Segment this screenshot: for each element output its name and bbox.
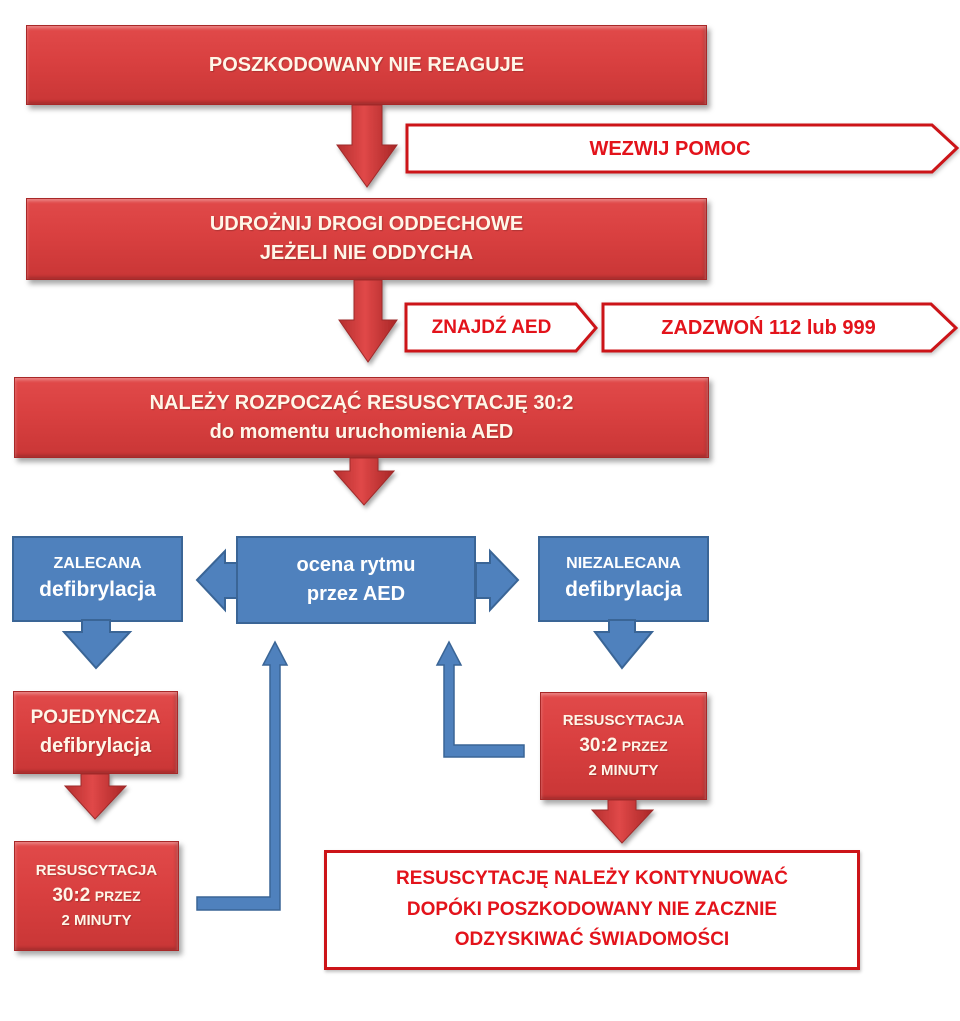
step-shock-advised-line-2: defibrylacja: [39, 578, 156, 602]
step-unresponsive-text: POSZKODOWANY NIE REAGUJE: [208, 53, 525, 76]
loop-back-arrow-left: [196, 640, 289, 911]
step-shock-advised-line-1: ZALECANA: [53, 555, 142, 573]
step-continue-line-1: RESUSCYTACJĘ NALEŻY KONTYNUOWAĆ: [396, 868, 788, 890]
step-no-shock-line-2: defibrylacja: [565, 578, 682, 602]
find-aed-label: ZNAJDŹ AED: [431, 317, 552, 338]
step-no-shock: NIEZALECANA defibrylacja: [538, 536, 709, 622]
call-help-outline: [405, 123, 960, 174]
step-cpr-right-line-2: 30:2 PRZEZ: [579, 732, 667, 760]
step-start-cpr-line-2: do momentu uruchomienia AED: [209, 420, 514, 443]
arrow-down-no-shock: [593, 619, 655, 670]
step-single-shock-line-2: defibrylacja: [39, 734, 152, 757]
call-help-label: WEZWIJ POMOC: [589, 137, 751, 160]
step-start-cpr: NALEŻY ROZPOCZĄĆ RESUSCYTACJĘ 30:2 do mo…: [14, 377, 709, 458]
step-cpr-right-line-3: 2 MINUTY: [588, 761, 659, 779]
step-cpr-left: RESUSCYTACJA 30:2 PRZEZ 2 MINUTY: [14, 841, 179, 951]
step-cpr-left-line-2: 30:2 PRZEZ: [52, 882, 140, 910]
rhythm-double-arrow: [195, 548, 520, 613]
step-single-shock-line-1: POJEDYNCZA: [30, 707, 161, 729]
step-cpr-left-line-3: 2 MINUTY: [61, 911, 132, 929]
step-airway-line-1: UDROŻNIJ DROGI ODDECHOWE: [209, 213, 524, 235]
step-cpr-right: RESUSCYTACJA 30:2 PRZEZ 2 MINUTY: [540, 692, 707, 800]
step-continue-line-3: ODZYSKIWAĆ ŚWIADOMOŚCI: [454, 929, 730, 951]
step-cpr-right-line-1: RESUSCYTACJA: [562, 712, 685, 730]
arrow-down-2: [338, 279, 398, 363]
step-airway: UDROŻNIJ DROGI ODDECHOWE JEŻELI NIE ODDY…: [26, 198, 707, 280]
step-cpr-left-przez: PRZEZ: [94, 888, 141, 905]
step-unresponsive: POSZKODOWANY NIE REAGUJE: [26, 25, 707, 105]
step-rhythm-line-1: ocena rytmu: [296, 554, 416, 576]
step-shock-advised: ZALECANA defibrylacja: [12, 536, 183, 622]
step-cpr-left-line-1: RESUSCYTACJA: [35, 862, 158, 880]
step-continue-line-2: DOPÓKI POSZKODOWANY NIE ZACZNIE: [406, 898, 778, 920]
step-rhythm-check: ocena rytmu przez AED: [236, 536, 476, 624]
step-start-cpr-line-1: NALEŻY ROZPOCZĄĆ RESUSCYTACJĘ 30:2: [149, 391, 574, 414]
call-number-label: ZADZWOŃ 112 lub 999: [661, 316, 876, 339]
arrow-down-shock-advised: [61, 619, 133, 670]
step-cpr-left-ratio: 30:2: [52, 885, 91, 907]
arrow-down-1: [336, 104, 398, 188]
step-airway-line-2: JEŻELI NIE ODDYCHA: [259, 242, 474, 264]
call-number-outline: [601, 302, 959, 353]
arrow-down-3: [332, 457, 396, 506]
step-cpr-right-przez: PRZEZ: [621, 738, 668, 755]
step-continue-cpr: RESUSCYTACJĘ NALEŻY KONTYNUOWAĆ DOPÓKI P…: [324, 850, 860, 970]
find-aed-outline: [404, 302, 598, 353]
step-cpr-right-ratio: 30:2: [579, 735, 618, 757]
step-rhythm-line-2: przez AED: [306, 583, 406, 605]
arrow-down-single-shock: [63, 773, 128, 820]
step-single-shock: POJEDYNCZA defibrylacja: [13, 691, 178, 774]
step-no-shock-line-1: NIEZALECANA: [566, 555, 681, 573]
arrow-down-cpr-right: [590, 799, 655, 844]
loop-back-arrow-right: [435, 640, 525, 758]
